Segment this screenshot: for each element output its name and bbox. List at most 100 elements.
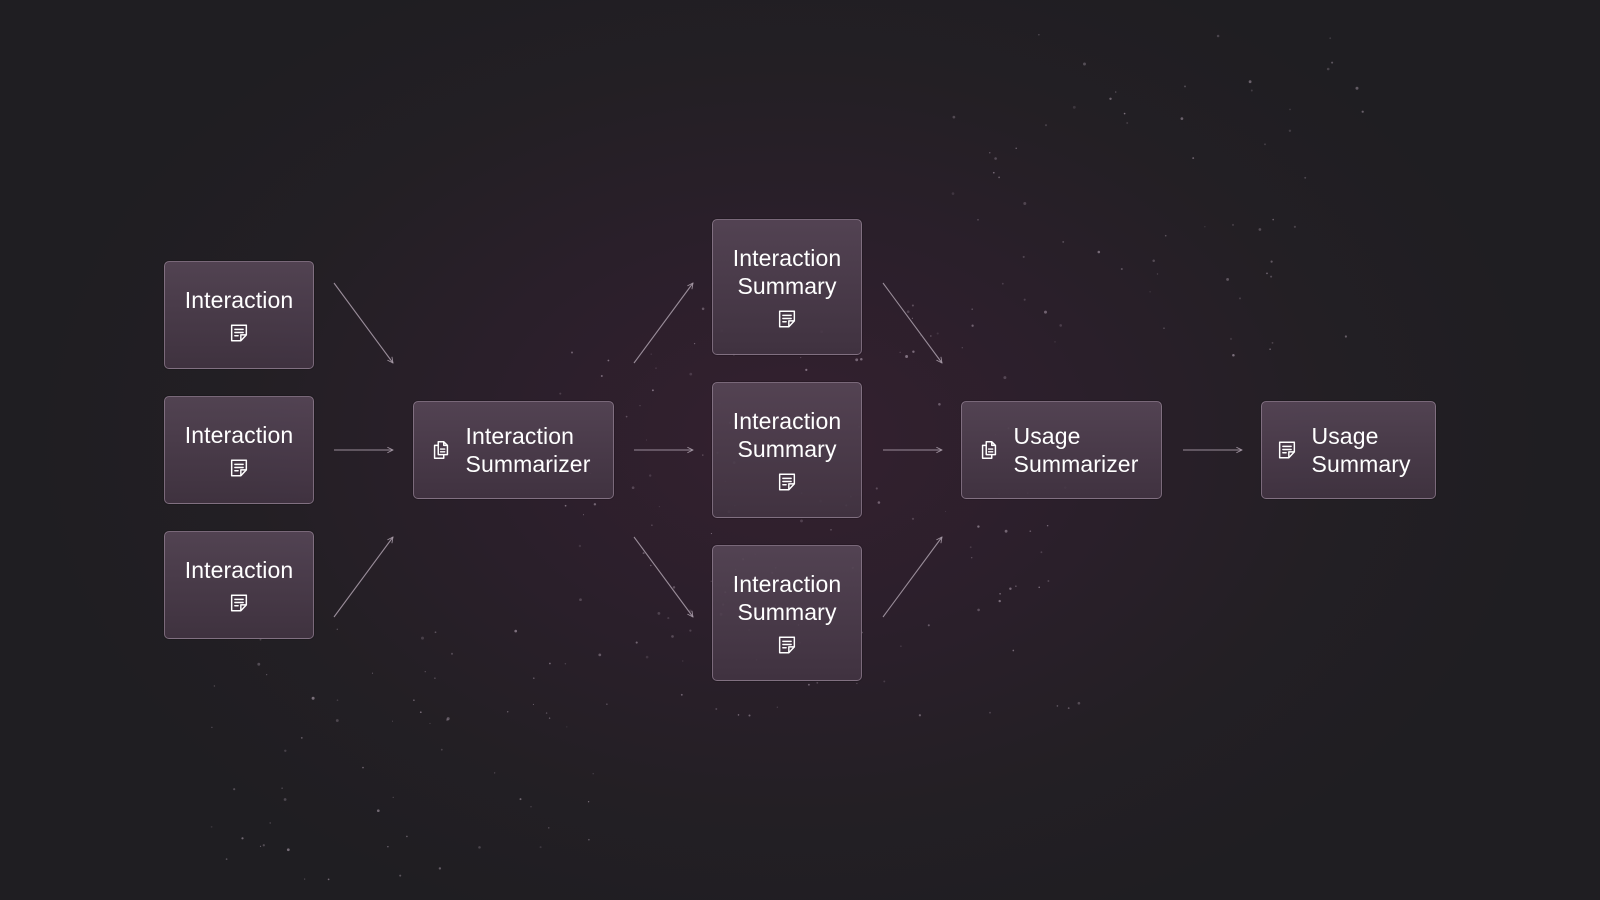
particle-dot bbox=[655, 367, 657, 370]
particle-dot bbox=[362, 766, 364, 769]
particle-dot bbox=[672, 586, 676, 589]
particle-dot bbox=[266, 674, 268, 676]
particle-dot bbox=[281, 787, 283, 789]
edge-interaction-1-to-summarizer bbox=[333, 282, 393, 363]
particle-dot bbox=[519, 798, 522, 801]
particle-dot bbox=[1226, 277, 1230, 281]
interaction-summary-node: Interaction Summary bbox=[712, 382, 862, 518]
particle-dot bbox=[1120, 267, 1123, 271]
particle-dot bbox=[1156, 273, 1159, 275]
particle-dot bbox=[1046, 524, 1049, 527]
particle-dot bbox=[1114, 91, 1117, 93]
particle-dot bbox=[689, 372, 693, 376]
particle-dot bbox=[387, 845, 389, 848]
particle-dot bbox=[1329, 37, 1332, 40]
particle-dot bbox=[912, 350, 915, 353]
particle-dot bbox=[800, 519, 803, 523]
particle-dot bbox=[906, 310, 910, 314]
particle-dot bbox=[748, 714, 751, 717]
particle-dot bbox=[936, 332, 939, 335]
particle-dot bbox=[710, 580, 712, 582]
particle-dot bbox=[875, 487, 878, 490]
particle-dot bbox=[807, 683, 810, 686]
particle-dot bbox=[1270, 260, 1273, 263]
particle-dot bbox=[269, 822, 271, 824]
particle-dot bbox=[327, 878, 330, 881]
particle-dot bbox=[532, 703, 534, 705]
particle-dot bbox=[371, 672, 374, 674]
particle-dot bbox=[446, 717, 450, 721]
particle-dot bbox=[450, 652, 454, 655]
particle-dot bbox=[977, 608, 980, 612]
particle-dot bbox=[883, 680, 886, 683]
particle-dot bbox=[1238, 297, 1242, 300]
particle-dot bbox=[211, 726, 213, 729]
note-icon bbox=[776, 471, 798, 493]
particle-dot bbox=[1123, 112, 1126, 115]
particle-dot bbox=[606, 703, 608, 705]
particle-dot bbox=[929, 335, 932, 337]
particle-dot bbox=[1164, 234, 1167, 237]
particle-dot bbox=[1040, 551, 1043, 554]
particle-dot bbox=[262, 844, 265, 847]
particle-dot bbox=[1038, 34, 1040, 36]
particle-dot bbox=[631, 486, 635, 490]
particle-dot bbox=[1001, 282, 1004, 285]
documents-icon bbox=[430, 439, 452, 461]
particle-dot bbox=[1288, 129, 1292, 132]
particle-dot bbox=[657, 612, 661, 615]
particle-dot bbox=[830, 529, 832, 531]
particle-dot bbox=[1029, 530, 1032, 533]
particle-dot bbox=[578, 544, 582, 548]
particle-dot bbox=[1003, 376, 1007, 380]
particle-dot bbox=[1022, 255, 1025, 258]
particle-dot bbox=[1012, 649, 1015, 652]
particle-dot bbox=[671, 635, 674, 638]
particle-dot bbox=[545, 712, 548, 714]
interaction-summary-node: Interaction Summary bbox=[712, 219, 862, 355]
particle-dot bbox=[639, 405, 641, 407]
particle-dot bbox=[1009, 587, 1012, 590]
particle-dot bbox=[970, 556, 973, 559]
particle-dot bbox=[1149, 290, 1151, 293]
particle-dot bbox=[1163, 327, 1165, 329]
particle-dot bbox=[635, 641, 638, 644]
particle-dot bbox=[225, 858, 228, 860]
particle-dot bbox=[1109, 97, 1112, 101]
particle-dot bbox=[927, 624, 930, 627]
particle-dot bbox=[376, 809, 380, 813]
particle-dot bbox=[710, 533, 712, 535]
particle-dot bbox=[899, 351, 901, 353]
particle-dot bbox=[992, 171, 995, 174]
particle-dot bbox=[860, 358, 863, 361]
particle-dot bbox=[989, 152, 991, 154]
usage-summary-node: Usage Summary bbox=[1261, 401, 1436, 499]
particle-dot bbox=[1304, 176, 1307, 179]
particle-dot bbox=[283, 798, 287, 801]
particle-dot bbox=[564, 662, 567, 665]
particle-dot bbox=[445, 718, 449, 722]
particle-dot bbox=[1054, 341, 1056, 343]
particle-dot bbox=[406, 835, 408, 838]
particle-dot bbox=[658, 506, 661, 508]
particle-dot bbox=[911, 517, 915, 520]
particle-dot bbox=[701, 307, 705, 311]
interaction-node: Interaction bbox=[164, 531, 314, 639]
particle-dot bbox=[429, 722, 431, 724]
particle-dot bbox=[800, 356, 802, 359]
particle-dot bbox=[438, 867, 442, 870]
particle-dot bbox=[1289, 108, 1291, 111]
particle-dot bbox=[494, 772, 496, 774]
particle-dot bbox=[607, 359, 610, 362]
particle-dot bbox=[938, 403, 941, 406]
particle-dot bbox=[693, 342, 696, 345]
interaction-summarizer-node: Interaction Summarizer bbox=[413, 401, 614, 499]
note-icon bbox=[776, 308, 798, 330]
particle-dot bbox=[559, 392, 562, 395]
particle-dot bbox=[977, 218, 979, 221]
particle-dot bbox=[1266, 272, 1268, 275]
particle-dot bbox=[952, 115, 956, 119]
particle-dot bbox=[1059, 324, 1062, 327]
particle-dot bbox=[286, 848, 290, 852]
particle-dot bbox=[969, 546, 972, 549]
